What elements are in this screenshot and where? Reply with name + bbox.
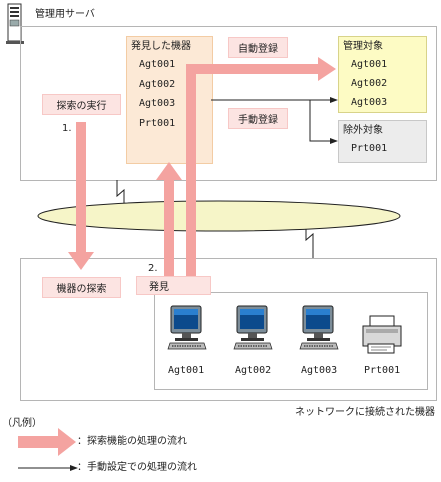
legend-title: （凡例）	[2, 418, 42, 429]
discovered-item: Agt002	[139, 79, 176, 90]
legend-flow-arrowhead	[58, 428, 76, 456]
pc-icon	[233, 305, 273, 355]
manager-frame	[20, 26, 437, 181]
excluded-box	[338, 120, 427, 163]
excluded-title: 除外対象	[343, 125, 383, 136]
pc-icon	[299, 305, 339, 355]
device-search-label: 機器の探索	[42, 277, 121, 298]
discover-flow-arrowhead	[156, 162, 182, 180]
discovered-item: Agt001	[139, 59, 176, 70]
manual-arrowhead-excluded	[330, 138, 338, 144]
device-label: Prt001	[364, 365, 401, 376]
auto-register-arrowhead	[318, 57, 336, 81]
discovered-item: Agt003	[139, 98, 176, 109]
network-ellipse	[37, 200, 401, 232]
managed-box	[338, 36, 427, 113]
search-exec-label: 探索の実行	[42, 94, 121, 115]
devices-inner-frame	[154, 292, 428, 390]
manual-arrowhead-managed	[330, 97, 338, 103]
printer-icon	[360, 314, 406, 356]
network-link-top	[116, 180, 125, 205]
managed-item: Agt001	[351, 59, 388, 70]
managed-item: Agt003	[351, 97, 388, 108]
step-1-label: 1.	[62, 123, 72, 134]
search-flow-arrowhead	[68, 252, 94, 270]
legend-search-flow: ：探索機能の処理の流れ	[77, 436, 187, 447]
legend-manual-flow: ：手動設定での処理の流れ	[77, 462, 197, 473]
devices-caption: ネットワークに接続された機器	[295, 407, 435, 418]
discovered-title: 発見した機器	[131, 41, 191, 52]
network-devices-frame	[20, 258, 437, 401]
manual-register-label: 手動登録	[228, 108, 288, 129]
step-2-label: 2.	[148, 263, 158, 274]
network-link-bottom	[305, 225, 314, 258]
device-label: Agt002	[235, 365, 272, 376]
discovered-item: Prt001	[139, 118, 176, 129]
device-label: Agt003	[301, 365, 338, 376]
manager-title: 管理用サーバ	[35, 9, 95, 20]
auto-register-label: 自動登録	[228, 37, 288, 58]
legend-manual-arrowhead	[70, 465, 78, 471]
managed-title: 管理対象	[343, 41, 383, 52]
device-label: Agt001	[168, 365, 205, 376]
discover-label: 発見	[136, 276, 211, 295]
excluded-item: Prt001	[351, 143, 388, 154]
pc-icon	[167, 305, 207, 355]
server-icon	[6, 3, 26, 45]
managed-item: Agt002	[351, 78, 388, 89]
